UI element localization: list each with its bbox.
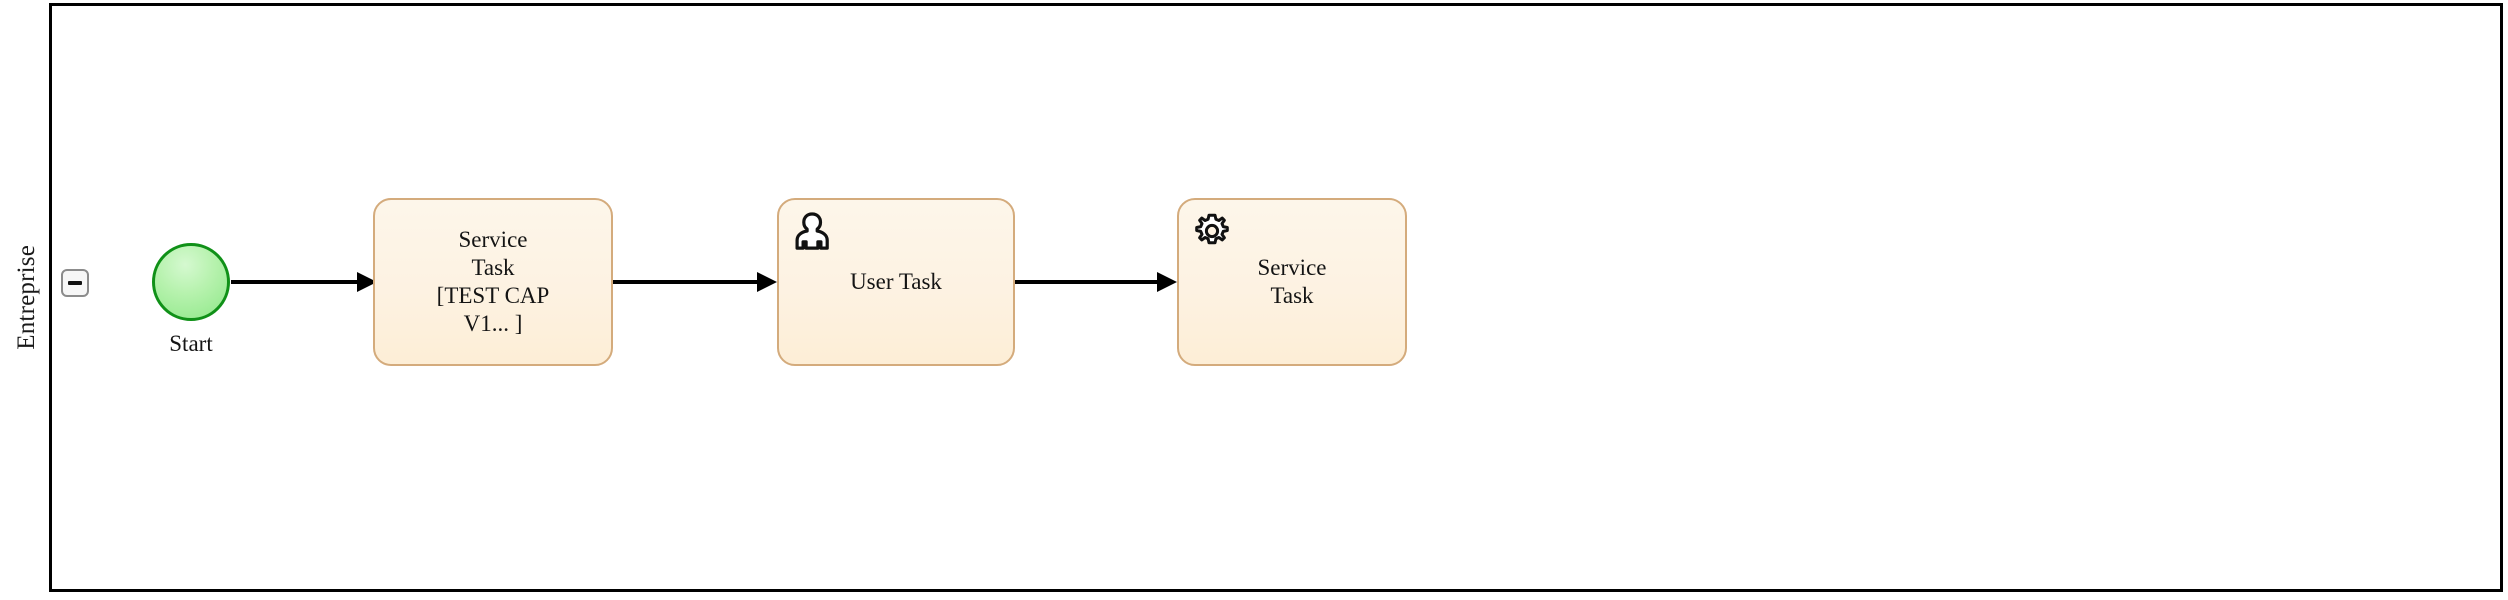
collapse-lane-button[interactable] bbox=[61, 269, 89, 297]
pool-header[interactable]: Entreprise bbox=[4, 3, 52, 592]
task-label: Service Task bbox=[1257, 254, 1327, 308]
gear-icon bbox=[1191, 210, 1233, 252]
sequence-flow-1[interactable] bbox=[231, 269, 377, 295]
user-icon bbox=[791, 210, 833, 252]
task-service-task[interactable]: Service Task bbox=[1177, 198, 1407, 366]
start-event-label: Start bbox=[169, 331, 213, 356]
start-event[interactable] bbox=[152, 243, 230, 321]
task-user-task[interactable]: User Task bbox=[777, 198, 1015, 366]
task-label: Service Task [TEST CAP V1... ] bbox=[436, 226, 550, 337]
task-label: User Task bbox=[850, 268, 942, 294]
task-service-task-test-cap[interactable]: Service Task [TEST CAP V1... ] bbox=[373, 198, 613, 366]
sequence-flow-2[interactable] bbox=[613, 269, 777, 295]
minus-icon bbox=[68, 281, 82, 285]
pool-title: Entreprise bbox=[12, 245, 40, 350]
sequence-flow-3[interactable] bbox=[1015, 269, 1177, 295]
